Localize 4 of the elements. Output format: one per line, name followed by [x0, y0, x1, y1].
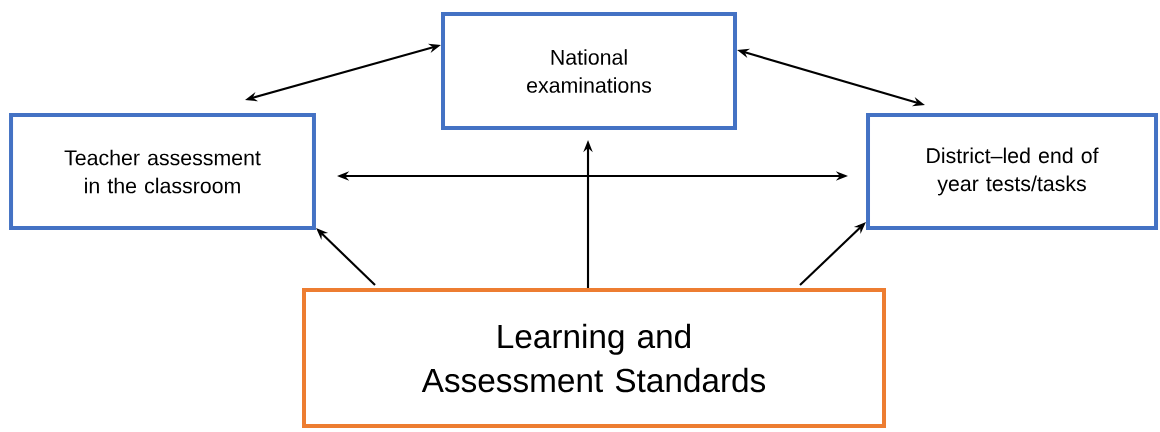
- process-box: Teacher assessment in the classroom: [9, 112, 316, 231]
- process-box: District–led end of year tests/tasks: [866, 112, 1158, 231]
- process-box: National examinations: [441, 12, 737, 130]
- process-box: Learning and Assessment Standards: [302, 288, 886, 428]
